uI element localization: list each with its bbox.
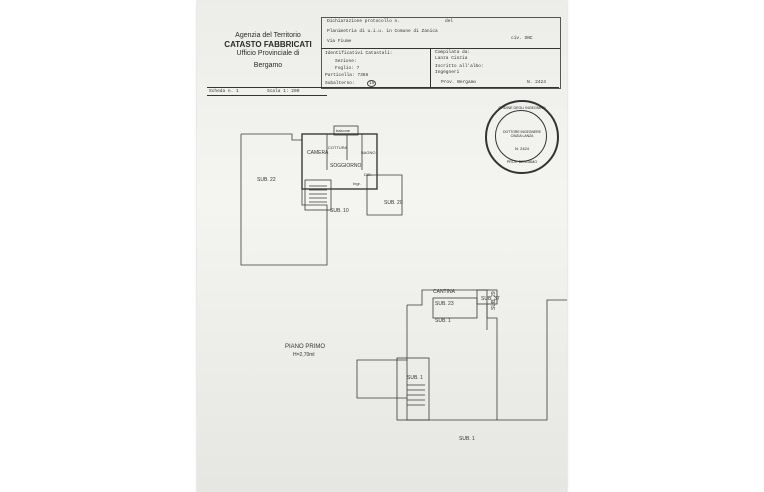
catasto-title: CATASTO FABBRICATI bbox=[224, 40, 312, 49]
compilata-label: Compilata da: bbox=[435, 50, 471, 55]
label-camera: CAMERA bbox=[307, 150, 329, 156]
scheda-label: Scheda n. 1 bbox=[209, 89, 239, 94]
city-label: Bergamo bbox=[253, 62, 283, 69]
numero-label: N. 2424 bbox=[527, 80, 546, 85]
label-sub37: SUB. 37 bbox=[481, 296, 500, 302]
albo-label: Ingegneri bbox=[435, 70, 460, 75]
foglio-label: Foglio: 7 bbox=[335, 66, 360, 71]
stamp-inner-ring bbox=[495, 110, 547, 162]
scala-label: Scala 1: 200 bbox=[267, 89, 300, 94]
label-balcone: balcone bbox=[336, 128, 351, 133]
label-altezza: H=2,70ml bbox=[293, 352, 315, 358]
label-sub23: SUB. 23 bbox=[435, 301, 454, 307]
del-label: del bbox=[445, 19, 454, 24]
cadastral-sheet: Agenzia del Territorio CATASTO FABBRICAT… bbox=[197, 0, 567, 492]
identificativi-label: Identificativi Catastali: bbox=[325, 51, 393, 56]
label-dis: DIS. bbox=[364, 172, 372, 177]
prov-label: Prov. Bergamo bbox=[441, 80, 477, 85]
form-frame bbox=[321, 17, 561, 89]
subalterno-label: Subalterno: bbox=[325, 81, 355, 86]
label-sub10: SUB. 10 bbox=[330, 208, 349, 214]
form-divider-1 bbox=[321, 48, 560, 49]
form-divider-v bbox=[430, 48, 431, 88]
stamp-number: N. 2424 bbox=[514, 146, 529, 151]
dichiarazione-label: Dichiarazione protocollo n. bbox=[327, 19, 400, 24]
sezione-label: Sezione: bbox=[335, 59, 357, 64]
label-cottura: COTTURA bbox=[328, 145, 348, 150]
civ-label: civ. SNC bbox=[511, 36, 533, 41]
label-sub1-b: SUB. 1 bbox=[407, 375, 423, 381]
label-piano-primo: PIANO PRIMO bbox=[285, 344, 326, 350]
label-sub22: SUB. 22 bbox=[257, 177, 276, 183]
floor-plan-drawing bbox=[240, 125, 567, 421]
label-sub29: SUB. 29 bbox=[491, 291, 497, 310]
planimetria-label: Planimetria di u.i.u. in Comune di Zanic… bbox=[327, 29, 438, 34]
scheda-top-line bbox=[207, 87, 559, 88]
ufficio-label: Ufficio Provinciale di bbox=[236, 50, 300, 57]
label-ingr: Ingr. bbox=[353, 181, 361, 186]
scheda-bottom-line bbox=[207, 95, 327, 96]
label-soggiorno: SOGGIORNO bbox=[330, 163, 362, 169]
agency-name: Agenzia del Territorio bbox=[235, 32, 301, 39]
label-sub20: SUB. 20 bbox=[384, 200, 403, 206]
paper-shading bbox=[197, 0, 567, 492]
iscritto-label: Iscritto all'albo: bbox=[435, 64, 484, 69]
via-label: Via Fiume bbox=[327, 39, 352, 44]
stamp-middle-text: DOTTORE INGEGNERE CINZIA LANZA bbox=[503, 130, 541, 138]
label-sub1-a: SUB. 1 bbox=[435, 318, 451, 324]
stamp-top-text: ORDINE DEGLI INGEGNERI bbox=[498, 106, 546, 110]
compilatore-name: Lanza Cinzia bbox=[435, 56, 468, 61]
subalterno-value: 19 bbox=[367, 80, 377, 87]
label-sub1-c: SUB. 1 bbox=[459, 436, 475, 442]
stamp-bottom-text: PROV. BERGAMO bbox=[506, 160, 538, 164]
label-bagno: BAGNO bbox=[361, 150, 376, 155]
particella-label: Particella: 7368 bbox=[325, 73, 369, 78]
label-cantina: CANTINA bbox=[433, 289, 455, 295]
engineer-stamp: ORDINE DEGLI INGEGNERI DOTTORE INGEGNERE… bbox=[485, 100, 559, 174]
